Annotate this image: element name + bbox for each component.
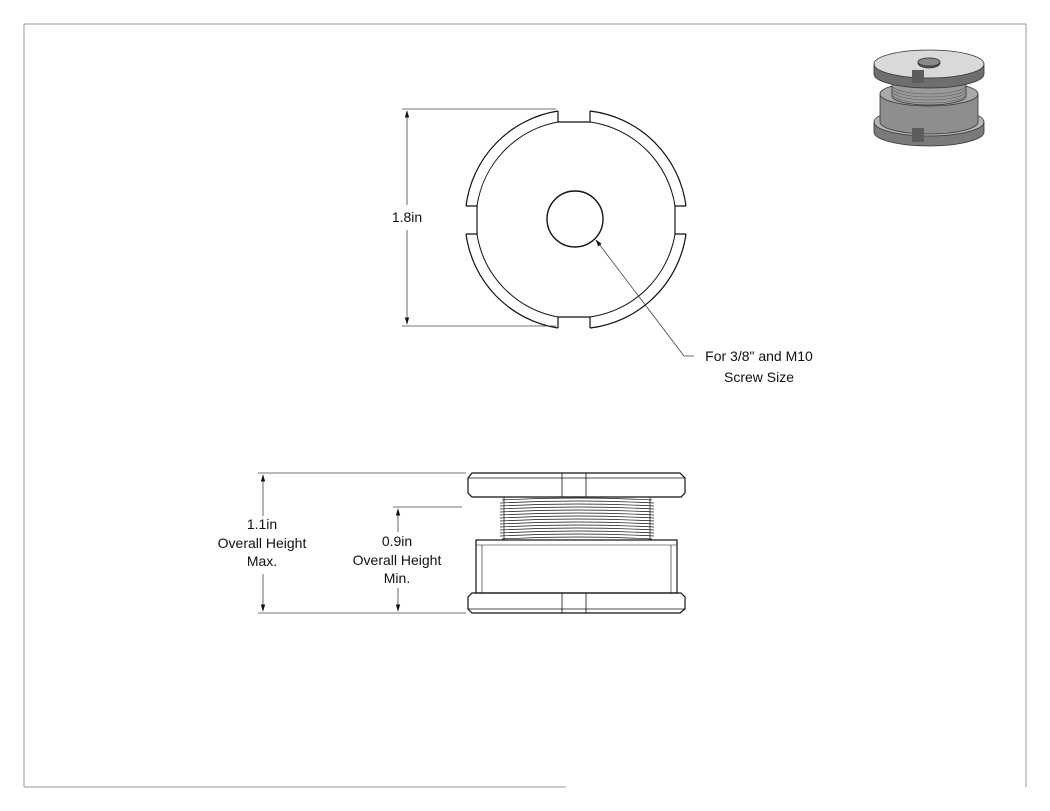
screw-callout-line1: For 3/8" and M10: [705, 348, 813, 364]
max-height-value: 1.1in: [247, 516, 277, 532]
sheet-frame: [23, 23, 1027, 788]
side-view-bottom-notch: [561, 593, 587, 613]
top-view-notch-left: [466, 205, 478, 235]
diameter-dimension: [402, 108, 556, 327]
top-view-notch-top: [557, 111, 591, 123]
top-view-outer-arc-nw: [465, 110, 559, 207]
screw-callout-line2: Screw Size: [724, 369, 794, 385]
side-view-top-flange: [467, 472, 686, 498]
top-view-outer-arc-sw: [465, 233, 559, 329]
side-view-body: [475, 539, 678, 594]
top-view-notch-right: [674, 205, 686, 235]
max-height-line3: Max.: [247, 553, 277, 569]
screw-callout-leader: [595, 239, 694, 357]
top-view-outer-arc-se: [589, 233, 687, 329]
max-height-dimension: [258, 472, 466, 614]
top-view-notch-bottom: [557, 316, 591, 328]
top-view-outer-arc-ne: [589, 110, 687, 207]
diameter-label: 1.8in: [392, 209, 422, 225]
top-view-center-hole: [546, 190, 604, 248]
top-view-inner-arc-se: [589, 233, 676, 318]
top-view: [465, 110, 687, 329]
min-height-value: 0.9in: [382, 533, 412, 549]
min-height-line2: Overall Height: [353, 552, 442, 568]
top-view-inner-arc-ne: [589, 121, 676, 207]
max-height-line2: Overall Height: [218, 535, 307, 551]
side-view: [467, 472, 686, 614]
side-view-bottom-flange: [467, 592, 686, 614]
min-height-line3: Min.: [384, 570, 410, 586]
top-view-inner-arc-nw: [476, 121, 559, 207]
side-view-top-notch: [561, 473, 587, 497]
side-view-thread: [499, 497, 655, 540]
top-view-inner-arc-sw: [476, 233, 559, 318]
min-height-dimension: [393, 506, 462, 612]
isometric-part-icon: [873, 49, 985, 147]
